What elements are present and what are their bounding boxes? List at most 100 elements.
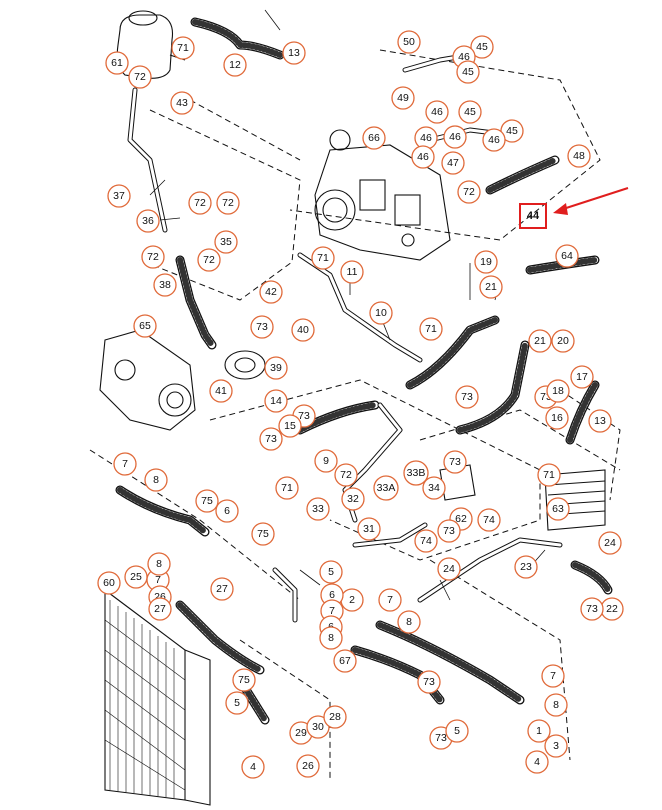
callout-46[interactable]: 46 xyxy=(443,125,467,149)
callout-39[interactable]: 39 xyxy=(264,356,288,380)
highlight-label-44[interactable]: 44 xyxy=(519,203,547,229)
callout-21[interactable]: 21 xyxy=(479,275,503,299)
callout-26[interactable]: 26 xyxy=(296,754,320,778)
callout-10[interactable]: 10 xyxy=(369,301,393,325)
callout-12[interactable]: 12 xyxy=(223,53,247,77)
callout-49[interactable]: 49 xyxy=(391,86,415,110)
callout-22[interactable]: 22 xyxy=(600,597,624,621)
callout-25[interactable]: 25 xyxy=(124,565,148,589)
callout-45[interactable]: 45 xyxy=(456,60,480,84)
callout-65[interactable]: 65 xyxy=(133,314,157,338)
callout-46[interactable]: 46 xyxy=(411,145,435,169)
callout-46[interactable]: 46 xyxy=(414,126,438,150)
callout-73[interactable]: 73 xyxy=(417,670,441,694)
callout-46[interactable]: 46 xyxy=(482,128,506,152)
callout-46[interactable]: 46 xyxy=(425,100,449,124)
callout-72[interactable]: 72 xyxy=(141,245,165,269)
callout-64[interactable]: 64 xyxy=(555,244,579,268)
callout-35[interactable]: 35 xyxy=(214,230,238,254)
callout-72[interactable]: 72 xyxy=(197,248,221,272)
callout-71[interactable]: 71 xyxy=(311,246,335,270)
callout-33[interactable]: 33 xyxy=(306,497,330,521)
callout-72[interactable]: 72 xyxy=(188,191,212,215)
callout-8[interactable]: 8 xyxy=(144,468,168,492)
callout-48[interactable]: 48 xyxy=(567,144,591,168)
callout-19[interactable]: 19 xyxy=(474,250,498,274)
callout-18[interactable]: 18 xyxy=(546,379,570,403)
callout-66[interactable]: 66 xyxy=(362,126,386,150)
callout-36[interactable]: 36 xyxy=(136,209,160,233)
callout-16[interactable]: 16 xyxy=(545,406,569,430)
callout-73[interactable]: 73 xyxy=(259,427,283,451)
callout-71[interactable]: 71 xyxy=(275,476,299,500)
callout-72[interactable]: 72 xyxy=(128,65,152,89)
callout-13[interactable]: 13 xyxy=(588,409,612,433)
callout-8[interactable]: 8 xyxy=(147,552,171,576)
callout-8[interactable]: 8 xyxy=(544,693,568,717)
callout-32[interactable]: 32 xyxy=(341,487,365,511)
callout-63[interactable]: 63 xyxy=(546,497,570,521)
callout-60[interactable]: 60 xyxy=(97,571,121,595)
callout-45[interactable]: 45 xyxy=(458,100,482,124)
callout-1[interactable]: 1 xyxy=(527,719,551,743)
callout-67[interactable]: 67 xyxy=(333,649,357,673)
callout-42[interactable]: 42 xyxy=(259,280,283,304)
callout-15[interactable]: 15 xyxy=(278,414,302,438)
callout-73[interactable]: 73 xyxy=(250,315,274,339)
callout-73[interactable]: 73 xyxy=(443,450,467,474)
callout-23[interactable]: 23 xyxy=(514,555,538,579)
callout-6[interactable]: 6 xyxy=(215,499,239,523)
callout-43[interactable]: 43 xyxy=(170,91,194,115)
callout-17[interactable]: 17 xyxy=(570,365,594,389)
callout-75[interactable]: 75 xyxy=(195,489,219,513)
callout-74[interactable]: 74 xyxy=(414,529,438,553)
callout-73[interactable]: 73 xyxy=(455,385,479,409)
callout-7[interactable]: 7 xyxy=(541,664,565,688)
callout-5[interactable]: 5 xyxy=(445,719,469,743)
callout-71[interactable]: 71 xyxy=(537,463,561,487)
callout-40[interactable]: 40 xyxy=(291,318,315,342)
callout-7[interactable]: 7 xyxy=(113,452,137,476)
callout-34[interactable]: 34 xyxy=(422,476,446,500)
callout-72[interactable]: 72 xyxy=(334,463,358,487)
callout-47[interactable]: 47 xyxy=(441,151,465,175)
callout-33B[interactable]: 33B xyxy=(403,460,429,486)
callout-28[interactable]: 28 xyxy=(323,705,347,729)
callout-72[interactable]: 72 xyxy=(457,180,481,204)
callout-75[interactable]: 75 xyxy=(251,522,275,546)
callout-74[interactable]: 74 xyxy=(477,508,501,532)
callout-4[interactable]: 4 xyxy=(525,750,549,774)
callout-5[interactable]: 5 xyxy=(225,691,249,715)
callout-3[interactable]: 3 xyxy=(544,734,568,758)
callout-75[interactable]: 75 xyxy=(232,668,256,692)
callout-5[interactable]: 5 xyxy=(319,560,343,584)
callout-71[interactable]: 71 xyxy=(419,317,443,341)
callout-31[interactable]: 31 xyxy=(357,517,381,541)
callout-24[interactable]: 24 xyxy=(598,531,622,555)
callout-37[interactable]: 37 xyxy=(107,184,131,208)
callout-24[interactable]: 24 xyxy=(437,557,461,581)
callout-50[interactable]: 50 xyxy=(397,30,421,54)
callout-14[interactable]: 14 xyxy=(264,389,288,413)
callout-13[interactable]: 13 xyxy=(282,41,306,65)
callout-8[interactable]: 8 xyxy=(319,626,343,650)
callout-2[interactable]: 2 xyxy=(340,588,364,612)
callout-73[interactable]: 73 xyxy=(580,597,604,621)
callout-72[interactable]: 72 xyxy=(216,191,240,215)
callout-30[interactable]: 30 xyxy=(306,715,330,739)
callout-11[interactable]: 11 xyxy=(340,260,364,284)
callout-71[interactable]: 71 xyxy=(171,36,195,60)
callout-8[interactable]: 8 xyxy=(397,610,421,634)
callout-33A[interactable]: 33A xyxy=(373,475,399,501)
callout-38[interactable]: 38 xyxy=(153,273,177,297)
callout-9[interactable]: 9 xyxy=(314,449,338,473)
callout-41[interactable]: 41 xyxy=(209,379,233,403)
callout-27[interactable]: 27 xyxy=(148,597,172,621)
callout-27[interactable]: 27 xyxy=(210,577,234,601)
callout-7[interactable]: 7 xyxy=(378,588,402,612)
callout-45[interactable]: 45 xyxy=(500,119,524,143)
callout-73[interactable]: 73 xyxy=(437,519,461,543)
callout-45[interactable]: 45 xyxy=(470,35,494,59)
callout-21[interactable]: 21 xyxy=(528,329,552,353)
callout-20[interactable]: 20 xyxy=(551,329,575,353)
